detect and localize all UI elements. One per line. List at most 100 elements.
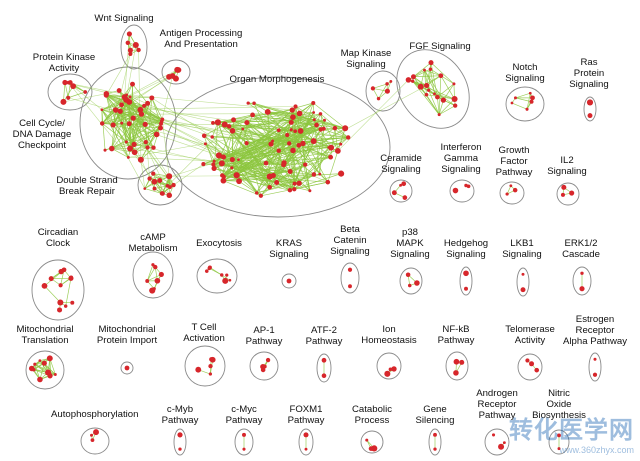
node-cellcycle	[112, 107, 119, 113]
edge-organ	[269, 127, 346, 177]
node-circadian	[58, 283, 63, 288]
node-organ	[290, 147, 296, 154]
edge-pka	[63, 82, 66, 102]
edge-organ	[236, 174, 328, 183]
edge-organ	[212, 113, 300, 124]
node-organ	[233, 172, 240, 179]
cluster-outline-autophos	[80, 427, 110, 455]
cluster-outline-erk	[572, 266, 592, 296]
edge-organ	[289, 137, 349, 144]
edge-circadian	[44, 285, 61, 303]
node-pka	[68, 80, 73, 85]
edge-fgf	[434, 93, 455, 100]
edge-camp	[147, 274, 162, 282]
edge-cellcycle	[104, 127, 161, 151]
node-cellcycle	[124, 140, 128, 144]
node-organ	[250, 112, 255, 118]
node-growth	[505, 192, 509, 196]
node-cellcycle	[109, 145, 115, 152]
node-cellcycle	[128, 95, 132, 99]
node-organ	[287, 187, 293, 193]
node-circadian	[57, 299, 64, 306]
node-organ	[339, 142, 343, 146]
edge-organ	[313, 127, 336, 142]
node-organ	[211, 162, 216, 167]
node-organ	[266, 173, 273, 180]
network-nodes	[28, 31, 598, 452]
cluster-outline-lkb1	[516, 267, 530, 297]
node-ap1	[265, 357, 271, 363]
node-hedgehog	[464, 286, 468, 291]
edge-organ	[256, 183, 295, 194]
node-organ	[342, 125, 349, 132]
edge-fgf	[424, 70, 427, 95]
edge-fgf	[428, 69, 431, 91]
node-organ	[201, 162, 206, 167]
node-tcell	[195, 366, 202, 373]
edge-organ	[313, 102, 346, 129]
node-organ	[274, 180, 280, 185]
node-organ	[296, 142, 302, 148]
node-notch	[529, 99, 534, 104]
edge-bridge	[160, 75, 173, 124]
node-exocytosis	[222, 277, 229, 284]
edge-circadian	[65, 278, 72, 307]
edge-organ	[292, 116, 315, 121]
edge-organ	[238, 159, 258, 194]
node-cellcycle	[138, 111, 145, 117]
cluster-outline-hedgehog	[459, 266, 473, 296]
node-organ	[212, 159, 216, 163]
cluster-outline-nitric	[548, 429, 570, 455]
edge-organ	[221, 163, 274, 176]
node-camp	[153, 264, 158, 270]
node-p38	[414, 280, 420, 286]
node-exocytosis	[228, 278, 232, 282]
node-mitotrans	[46, 355, 53, 362]
edge-fgf	[428, 90, 440, 115]
cluster-outline-il2	[556, 182, 580, 206]
node-wnt	[125, 40, 131, 46]
node-organ	[289, 107, 295, 113]
edge-fgf	[430, 62, 455, 85]
node-estrogen	[592, 372, 598, 377]
cluster-outline-ifng	[449, 179, 475, 203]
cluster-outline-p38	[399, 267, 423, 295]
node-organ	[334, 148, 341, 154]
node-tcell	[208, 363, 213, 369]
node-dsb	[166, 192, 173, 199]
node-notch	[525, 107, 529, 111]
node-atf2	[321, 357, 327, 363]
node-organ	[290, 114, 296, 120]
edge-cellcycle	[106, 94, 125, 98]
node-dsb	[152, 186, 157, 191]
node-cellcycle	[137, 156, 144, 163]
node-organ	[230, 166, 234, 170]
node-mapk	[384, 88, 390, 94]
node-exocytosis	[225, 273, 229, 277]
node-ap1	[260, 367, 266, 373]
node-organ	[210, 135, 214, 139]
node-fgf	[428, 60, 434, 66]
node-pka	[70, 83, 77, 90]
node-cellcycle	[131, 141, 137, 147]
node-organ	[220, 173, 225, 178]
node-cmyb	[177, 432, 183, 438]
node-organ	[310, 138, 317, 145]
edge-organ	[214, 160, 295, 184]
edge-organ	[222, 116, 294, 176]
edge-notch	[511, 102, 528, 110]
node-exocytosis	[220, 273, 224, 277]
edge-organ	[212, 119, 315, 124]
node-organ	[312, 111, 316, 114]
cluster-outline-betacat	[340, 262, 360, 294]
cluster-outline-camp	[132, 251, 174, 299]
edge-cellcycle	[143, 105, 163, 120]
node-gene	[433, 447, 437, 451]
node-fgf	[435, 94, 440, 100]
node-organ	[226, 124, 232, 129]
cluster-outline-catabolic	[360, 430, 384, 454]
node-telomerase	[534, 367, 540, 373]
watermark-url: www.360zhyx.com	[559, 445, 634, 455]
edge-organ	[212, 136, 273, 142]
